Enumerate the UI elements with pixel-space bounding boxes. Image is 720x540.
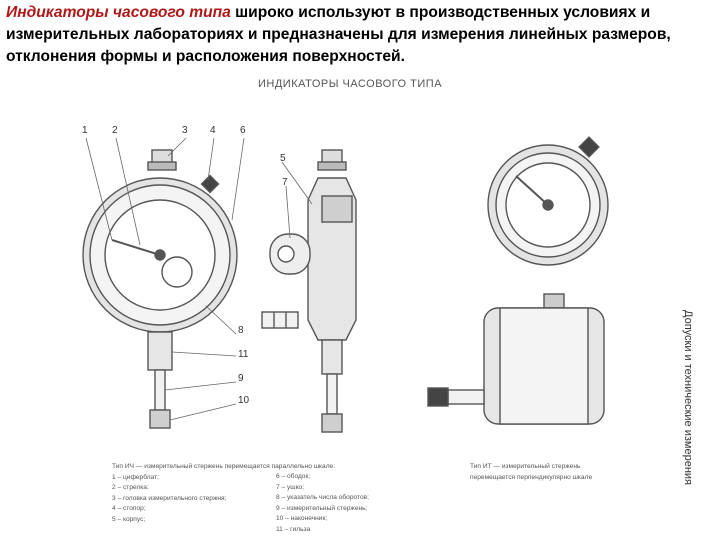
front-tip [149, 409, 171, 429]
front-revolution-counter [161, 256, 193, 288]
plate-title: ИНДИКАТОРЫ ЧАСОВОГО ТИПА [258, 78, 443, 90]
caption-ich-line: 2 – стрелка; [112, 484, 149, 491]
callout-7: 7 [282, 177, 288, 188]
caption-it-line: Тип ИТ — измерительный стержень [470, 463, 581, 470]
caption-ich-line: 1 – циферблат; [112, 473, 159, 481]
front-indicator [82, 149, 238, 429]
callout-10: 10 [238, 395, 250, 406]
caption-ich-line: 5 – корпус; [112, 515, 146, 523]
callout-8: 8 [238, 325, 244, 336]
front-lock [200, 174, 220, 194]
small-profile [261, 311, 299, 329]
callout-3: 3 [182, 125, 188, 136]
callout-5: 5 [280, 153, 286, 164]
intro-text: широко используют в производственных усл… [6, 4, 671, 65]
caption-ich-line: Тип ИЧ — измерительный стержень перемеща… [112, 463, 336, 470]
callout-9: 9 [238, 373, 244, 384]
caption-ich-line: 11 – гильза [276, 525, 311, 533]
it-indicator-dial [487, 136, 609, 266]
callout-1: 1 [82, 125, 88, 136]
intro-accent: Индикаторы часового типа [6, 4, 231, 21]
side-indicator [261, 149, 357, 433]
it-indicator-side [427, 293, 605, 425]
caption-ich-line: 9 – измерительный стержень; [276, 504, 368, 512]
intro-paragraph: Индикаторы часового типа широко использу… [6, 2, 714, 68]
caption-ich-line: 7 – ушко; [276, 483, 305, 491]
front-measuring-rod [154, 369, 166, 411]
caption-ich-line: 6 – ободок; [276, 473, 311, 480]
callout-2: 2 [112, 125, 118, 136]
caption-ich-line: 8 – указатель числа оборотов; [276, 494, 369, 501]
caption-ich-col2: 6 – ободок; 7 – ушко; 8 – указатель числ… [276, 472, 369, 535]
callout-11: 11 [238, 349, 249, 360]
front-sleeve [147, 331, 173, 371]
front-needle [111, 239, 161, 256]
callout-6: 6 [240, 125, 246, 136]
caption-it: Тип ИТ — измерительный стержень перемеща… [470, 462, 592, 483]
caption-it-line: перемещается перпендикулярно шкале [470, 473, 593, 481]
caption-ich-line: 3 – головка измерительного стержня; [112, 494, 227, 502]
caption-ich: Тип ИЧ — измерительный стержень перемеща… [112, 462, 335, 525]
callout-4: 4 [210, 125, 216, 136]
caption-ich-line: 10 – наконечник; [276, 515, 328, 522]
caption-ich-line: 4 – стопор; [112, 505, 146, 512]
